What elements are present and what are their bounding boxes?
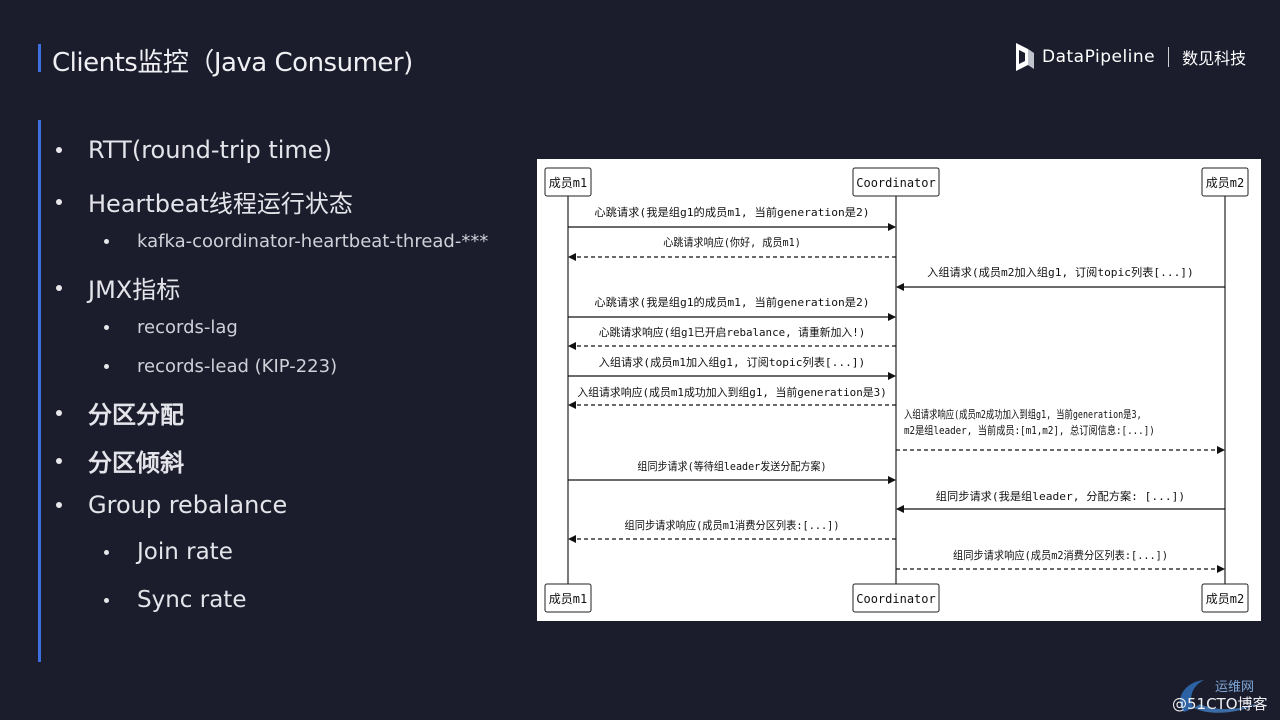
watermark-swirl-icon [1180,680,1260,713]
participant-box-coord: Coordinator [852,583,940,613]
bullet-dot-icon [104,364,109,369]
datapipeline-logo-icon [1016,43,1034,71]
message-label: 入组请求(成员m2加入组g1, 订阅topic列表[...]) [927,265,1194,279]
title-accent-bar [38,44,41,72]
bullet-dot-icon [104,597,109,603]
bullet-dot-icon [56,457,62,464]
participant-label: 成员m2 [1206,592,1244,606]
content-accent-bar [38,120,41,662]
slide-title: Clients监控（Java Consumer) [52,48,413,78]
bullet-dot-icon [56,147,62,153]
bullet-item: 分区倾斜 [56,443,184,478]
bullet-dot-icon [104,325,109,330]
sub-bullet-item: Sync rate [104,587,246,613]
message-label: 组同步请求响应(成员m1消费分区列表:[...]) [625,518,840,532]
bullet-dot-icon [104,239,109,244]
message-label: 组同步请求响应(成员m2消费分区列表:[...]) [953,548,1168,562]
brand-logo: DataPipeline 数见科技 [1014,40,1246,74]
watermark-text: @51CTO博客 [1172,695,1268,713]
logo-text: DataPipeline [1042,47,1156,67]
bullet-item: Group rebalance [56,491,287,519]
message-label: 入组请求响应(成员m2成功加入到组g1, 当前generation是3, [904,407,1142,421]
participant-label: Coordinator [856,592,935,606]
logo-divider [1168,47,1170,67]
participant-label: 成员m2 [1206,176,1244,190]
participant-box-m2: 成员m2 [1201,167,1249,197]
bullet-item: Heartbeat线程运行状态 [56,184,353,219]
watermark-cn: 运维网 [1215,680,1255,695]
message-label: m2是组leader, 当前成员:[m1,m2], 总订阅信息:[...]) [904,423,1155,437]
message-label: 心跳请求(我是组g1的成员m1, 当前generation是2) [594,205,869,219]
bullet-item: RTT(round-trip time) [56,136,332,164]
participant-box-m1: 成员m1 [544,167,592,197]
participant-label: Coordinator [856,176,935,190]
participant-box-m2: 成员m2 [1201,583,1249,613]
message-label: 组同步请求(等待组leader发送分配方案) [637,459,826,473]
message-label: 心跳请求响应(你好, 成员m1) [663,235,801,249]
participant-box-coord: Coordinator [852,167,940,197]
sequence-diagram-canvas: 成员m1成员m1CoordinatorCoordinator成员m2成员m2心跳… [544,167,1249,613]
bullet-dot-icon [56,409,62,416]
message-label: 组同步请求(我是组leader, 分配方案: [...]) [936,489,1185,503]
message-label: 入组请求响应(成员m1成功加入到组g1, 当前generation是3) [577,385,887,399]
bullet-item: 分区分配 [56,395,184,430]
participant-label: 成员m1 [549,592,587,606]
sub-bullet-item: Join rate [104,539,233,565]
logo-chinese-text: 数见科技 [1182,49,1247,68]
participant-label: 成员m1 [549,176,587,190]
bullet-dot-icon [56,502,62,508]
bullet-dot-icon [56,198,62,205]
sub-bullet-item: records-lag [104,317,238,338]
bullet-item: JMX指标 [56,270,180,305]
sub-bullet-item: kafka-coordinator-heartbeat-thread-*** [104,231,488,252]
message-label: 心跳请求响应(组g1已开启rebalance, 请重新加入!) [599,325,866,339]
sub-bullet-item: records-lead (KIP-223) [104,356,337,377]
participant-box-m1: 成员m1 [544,583,592,613]
bullet-dot-icon [56,284,62,291]
message-label: 心跳请求(我是组g1的成员m1, 当前generation是2) [594,295,869,309]
bullet-dot-icon [104,549,109,555]
message-label: 入组请求(成员m1加入组g1, 订阅topic列表[...]) [599,355,866,369]
